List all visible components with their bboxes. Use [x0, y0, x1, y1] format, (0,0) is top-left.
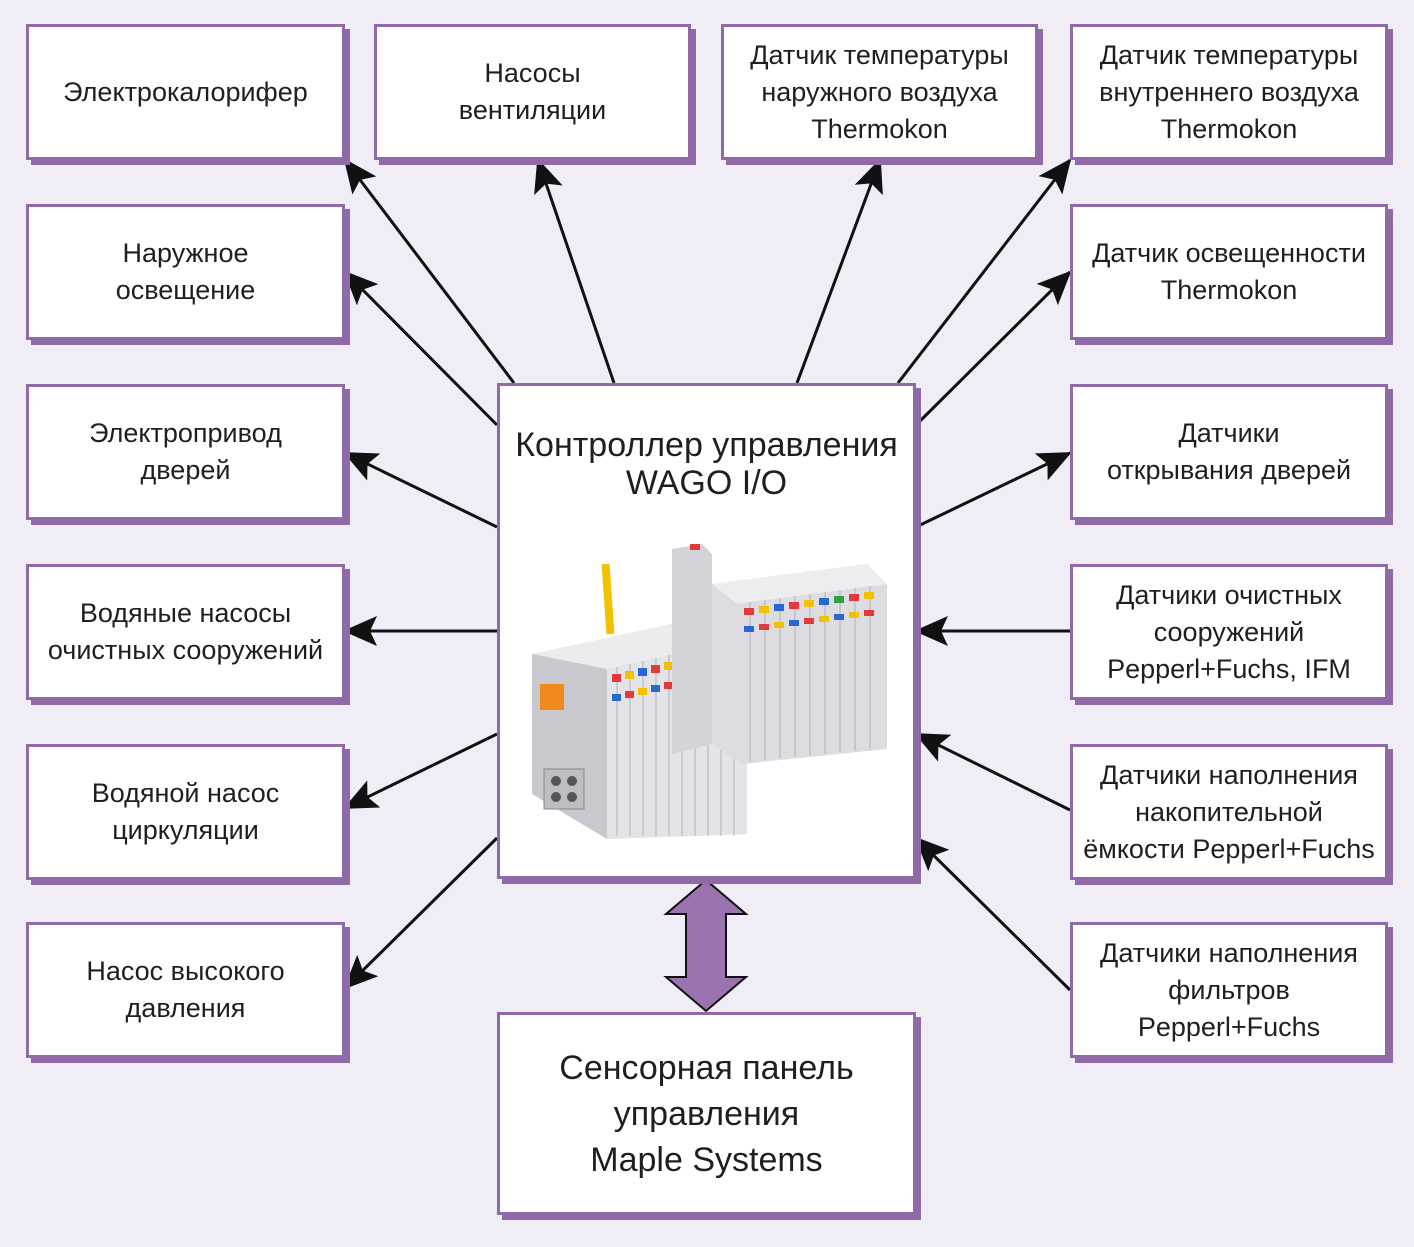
node-label: Сенсорная панель управления Maple System…	[559, 1048, 854, 1179]
node-light-sensor: Датчик освещенности Thermokon	[1070, 204, 1388, 340]
arrow-to-circulation-pump	[343, 732, 498, 810]
node-label: Датчики наполнения фильтров Pepperl+Fuch…	[1100, 937, 1358, 1042]
node-label: Датчик освещенности Thermokon	[1092, 238, 1366, 305]
arrow-to-electric-heater	[343, 158, 516, 384]
arrow-from-tank-level-sensors	[914, 732, 1071, 812]
node-label: Датчики очистных сооружений Pepperl+Fuch…	[1107, 579, 1351, 684]
node-label: Датчики открывания дверей	[1106, 418, 1352, 485]
node-label: Насосы вентиляции	[458, 58, 607, 125]
arrow-to-door-sensors	[915, 451, 1072, 529]
node-indoor-temp-sensor: Датчик температуры внутреннего воздуха T…	[1070, 24, 1388, 160]
node-tank-level-sensors: Датчики наполнения накопительной ёмкости…	[1070, 744, 1388, 880]
arrow-to-outdoor-lighting	[343, 270, 499, 427]
node-filter-level-sensors: Датчики наполнения фильтров Pepperl+Fuch…	[1070, 922, 1388, 1058]
arrow-to-light-sensor	[914, 270, 1072, 427]
node-label: Насос высокого давления	[86, 956, 285, 1023]
controller-title: Контроллер управления WAGO I/O	[515, 426, 898, 502]
node-high-pressure-pump: Насос высокого давления	[26, 922, 345, 1058]
double-arrow-controller-panel	[663, 878, 749, 1013]
node-label: Электрокалорифер	[63, 76, 308, 107]
node-label: Водяные насосы очистных сооружений	[47, 598, 324, 665]
arrow-from-filter-level-sensors	[914, 836, 1072, 992]
arrow-to-high-pressure-pump	[343, 836, 499, 990]
node-door-drive: Электропривод дверей	[26, 384, 345, 520]
node-circulation-pump: Водяной насос циркуляции	[26, 744, 345, 880]
node-label: Электропривод дверей	[89, 418, 282, 485]
node-label: Водяной насос циркуляции	[91, 778, 280, 845]
wago-io-controller-image	[532, 544, 887, 839]
node-label: Датчик температуры наружного воздуха The…	[750, 39, 1009, 144]
arrow-to-ventilation-pumps	[534, 158, 616, 384]
node-label: Наружное освещение	[115, 238, 256, 305]
node-treatment-water-pumps: Водяные насосы очистных сооружений	[26, 564, 345, 700]
node-controller: Контроллер управления WAGO I/O	[497, 383, 916, 879]
node-outdoor-lighting: Наружное освещение	[26, 204, 345, 340]
node-label: Датчики наполнения накопительной ёмкости…	[1083, 759, 1375, 864]
arrow-to-door-drive	[343, 451, 498, 529]
node-touch-panel: Сенсорная панель управления Maple System…	[497, 1012, 916, 1215]
node-electric-heater: Электрокалорифер	[26, 24, 345, 160]
arrow-to-indoor-temp-sensor	[896, 158, 1072, 384]
node-outdoor-temp-sensor: Датчик температуры наружного воздуха The…	[721, 24, 1038, 160]
node-label: Датчик температуры внутреннего воздуха T…	[1099, 39, 1359, 144]
node-treatment-sensors: Датчики очистных сооружений Pepperl+Fuch…	[1070, 564, 1388, 700]
arrow-to-outdoor-temp-sensor	[795, 158, 883, 384]
node-ventilation-pumps: Насосы вентиляции	[374, 24, 691, 160]
node-door-sensors: Датчики открывания дверей	[1070, 384, 1388, 520]
